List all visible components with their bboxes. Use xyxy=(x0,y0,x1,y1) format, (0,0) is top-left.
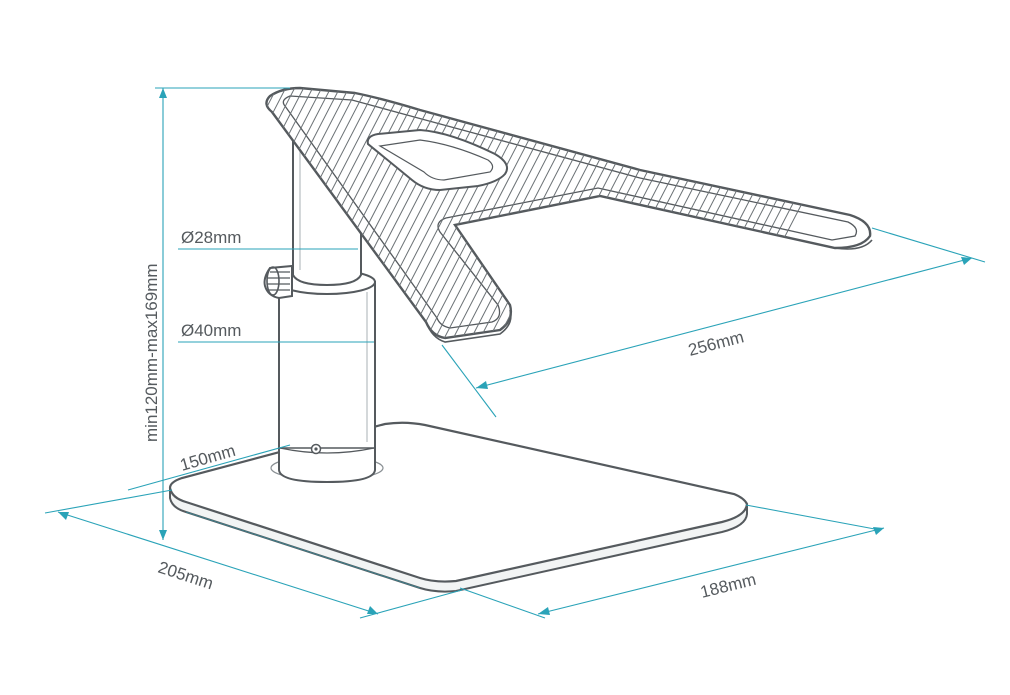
grip-ridge xyxy=(109,70,259,360)
grip-ridge xyxy=(540,88,692,338)
a-platform xyxy=(100,70,873,360)
depth-leader xyxy=(127,444,291,491)
grip-ridge xyxy=(266,88,269,338)
base-plate xyxy=(168,421,749,593)
length-ext-left xyxy=(441,344,497,418)
width-right-ext-left xyxy=(459,587,546,619)
width-left-arrow-a xyxy=(58,512,69,520)
grip-ridge xyxy=(549,88,701,338)
upper-tube-label: Ø28mm xyxy=(181,228,241,247)
platform-edge-thickness xyxy=(425,309,512,343)
base-width-right-label: 188mm xyxy=(698,570,758,602)
lower-tube-band-curve xyxy=(279,447,375,454)
length-ext-right xyxy=(871,227,986,263)
height-label: min120mm-max169mm xyxy=(142,263,161,442)
width-right-ext-right xyxy=(745,504,881,531)
grip-ridge xyxy=(531,88,683,338)
height-arrow-top xyxy=(159,88,167,98)
lower-tube-body xyxy=(278,281,376,484)
set-screw-center xyxy=(314,447,318,451)
width-right-arrow-a xyxy=(538,607,550,615)
base-plate-shadow-line xyxy=(185,511,421,589)
grip-ridge xyxy=(266,88,305,338)
length-arrow-right xyxy=(961,257,972,265)
height-lock-knob-icon xyxy=(263,264,293,300)
lower-tube-label: Ø40mm xyxy=(181,321,241,340)
base-plate-top xyxy=(168,421,749,583)
width-left-dim-line xyxy=(57,511,379,615)
platform-length-label: 256mm xyxy=(686,327,746,360)
width-left-ext-left xyxy=(44,489,173,514)
length-arrow-left xyxy=(476,381,488,389)
grip-ridge xyxy=(522,88,674,338)
grip-ridge xyxy=(266,88,323,338)
grip-ridge xyxy=(266,88,341,338)
grip-ridge xyxy=(100,70,250,360)
grip-ridge xyxy=(513,88,665,338)
platform-cutout-inner xyxy=(378,139,494,181)
lower-tube xyxy=(270,269,384,484)
grip-ridge xyxy=(504,88,656,338)
width-left-arrow-b xyxy=(367,606,378,614)
platform-right-tip-edge xyxy=(834,239,873,250)
height-arrow-bottom xyxy=(159,530,167,540)
width-right-dim-line xyxy=(537,527,885,615)
dimension-lines xyxy=(44,87,986,619)
length-dim-line xyxy=(475,257,973,389)
grip-ridge xyxy=(266,88,314,338)
grip-ridge xyxy=(495,88,647,338)
grip-ridge xyxy=(266,88,332,338)
base-width-left-label: 205mm xyxy=(156,558,216,594)
width-right-arrow-b xyxy=(873,527,884,535)
